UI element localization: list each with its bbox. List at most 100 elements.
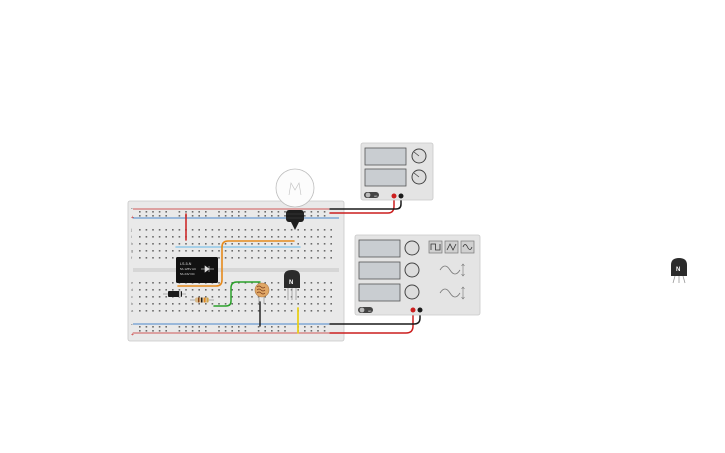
breadboard-hole[interactable] bbox=[191, 310, 194, 312]
breadboard-hole[interactable] bbox=[218, 250, 220, 252]
breadboard-hole[interactable] bbox=[277, 296, 280, 298]
breadboard-hole[interactable] bbox=[304, 330, 306, 332]
breadboard-hole[interactable] bbox=[185, 310, 187, 312]
breadboard-hole[interactable] bbox=[264, 296, 266, 298]
breadboard-hole[interactable] bbox=[264, 236, 266, 238]
breadboard-hole[interactable] bbox=[224, 303, 227, 305]
breadboard-hole[interactable] bbox=[330, 296, 332, 298]
breadboard-hole[interactable] bbox=[304, 282, 306, 284]
breadboard-hole[interactable] bbox=[284, 211, 286, 213]
breadboard-hole[interactable] bbox=[310, 303, 313, 305]
breadboard-hole[interactable] bbox=[198, 215, 200, 217]
breadboard-hole[interactable] bbox=[165, 250, 167, 252]
fgen-terminal-positive[interactable] bbox=[410, 307, 416, 313]
breadboard-hole[interactable] bbox=[198, 250, 200, 252]
breadboard-hole[interactable] bbox=[244, 257, 247, 259]
breadboard-hole[interactable] bbox=[323, 326, 326, 328]
breadboard-hole[interactable] bbox=[198, 289, 200, 291]
breadboard-hole[interactable] bbox=[158, 257, 161, 259]
breadboard-hole[interactable] bbox=[297, 243, 299, 245]
breadboard-hole[interactable] bbox=[257, 211, 260, 213]
breadboard-hole[interactable] bbox=[304, 310, 306, 312]
breadboard-hole[interactable] bbox=[310, 310, 313, 312]
breadboard-hole[interactable] bbox=[284, 250, 286, 252]
breadboard-hole[interactable] bbox=[198, 236, 200, 238]
breadboard-hole[interactable] bbox=[264, 326, 266, 328]
breadboard-hole[interactable] bbox=[185, 211, 187, 213]
breadboard-hole[interactable] bbox=[284, 296, 286, 298]
breadboard-hole[interactable] bbox=[257, 310, 260, 312]
breadboard-hole[interactable] bbox=[304, 296, 306, 298]
breadboard-hole[interactable] bbox=[317, 211, 319, 213]
breadboard-hole[interactable] bbox=[172, 289, 174, 291]
breadboard-hole[interactable] bbox=[257, 243, 260, 245]
breadboard-hole[interactable] bbox=[317, 289, 319, 291]
breadboard-hole[interactable] bbox=[198, 326, 200, 328]
breadboard-hole[interactable] bbox=[271, 330, 273, 332]
psu-terminal-positive[interactable] bbox=[391, 193, 397, 199]
breadboard-hole[interactable] bbox=[139, 330, 141, 332]
breadboard-hole[interactable] bbox=[145, 296, 148, 298]
breadboard-hole[interactable] bbox=[317, 250, 319, 252]
breadboard-hole[interactable] bbox=[158, 289, 161, 291]
breadboard-hole[interactable] bbox=[271, 289, 273, 291]
breadboard-hole[interactable] bbox=[205, 330, 207, 332]
breadboard-hole[interactable] bbox=[139, 282, 141, 284]
breadboard-hole[interactable] bbox=[271, 236, 273, 238]
breadboard-hole[interactable] bbox=[330, 303, 332, 305]
fgen-terminal-negative[interactable] bbox=[417, 307, 423, 313]
breadboard-hole[interactable] bbox=[218, 289, 220, 291]
breadboard-hole[interactable] bbox=[257, 257, 260, 259]
breadboard-hole[interactable] bbox=[277, 330, 280, 332]
fgen-amplitude-knob[interactable] bbox=[404, 262, 420, 278]
breadboard-hole[interactable] bbox=[178, 289, 181, 291]
breadboard-hole[interactable] bbox=[224, 289, 227, 291]
breadboard-hole[interactable] bbox=[284, 326, 286, 328]
breadboard-hole[interactable] bbox=[152, 257, 154, 259]
breadboard-hole[interactable] bbox=[145, 310, 148, 312]
breadboard-hole[interactable] bbox=[244, 330, 247, 332]
wire-red-psu[interactable] bbox=[329, 195, 395, 214]
breadboard-hole[interactable] bbox=[257, 229, 260, 231]
breadboard-hole[interactable] bbox=[330, 236, 332, 238]
breadboard-hole[interactable] bbox=[224, 282, 227, 284]
breadboard-hole[interactable] bbox=[330, 229, 332, 231]
breadboard-hole[interactable] bbox=[185, 289, 187, 291]
breadboard-hole[interactable] bbox=[205, 211, 207, 213]
breadboard-hole[interactable] bbox=[304, 229, 306, 231]
breadboard-hole[interactable] bbox=[139, 296, 141, 298]
breadboard-hole[interactable] bbox=[244, 303, 247, 305]
breadboard-hole[interactable] bbox=[297, 289, 299, 291]
breadboard-hole[interactable] bbox=[257, 296, 260, 298]
breadboard-hole[interactable] bbox=[185, 243, 187, 245]
breadboard-hole[interactable] bbox=[211, 289, 214, 291]
breadboard-hole[interactable] bbox=[165, 236, 167, 238]
breadboard-hole[interactable] bbox=[257, 250, 260, 252]
breadboard-hole[interactable] bbox=[251, 229, 253, 231]
breadboard-hole[interactable] bbox=[165, 257, 167, 259]
breadboard-hole[interactable] bbox=[185, 326, 187, 328]
wire-black-fgen[interactable] bbox=[329, 309, 421, 325]
breadboard-hole[interactable] bbox=[218, 282, 220, 284]
breadboard-hole[interactable] bbox=[297, 257, 299, 259]
breadboard-hole[interactable] bbox=[231, 229, 233, 231]
breadboard-hole[interactable] bbox=[277, 236, 280, 238]
breadboard-hole[interactable] bbox=[330, 289, 332, 291]
breadboard-hole[interactable] bbox=[238, 243, 240, 245]
breadboard-hole[interactable] bbox=[172, 243, 174, 245]
breadboard-hole[interactable] bbox=[152, 330, 154, 332]
breadboard-hole[interactable] bbox=[139, 303, 141, 305]
breadboard-hole[interactable] bbox=[152, 303, 154, 305]
breadboard-hole[interactable] bbox=[218, 303, 220, 305]
breadboard-hole[interactable] bbox=[290, 310, 293, 312]
breadboard-hole[interactable] bbox=[264, 303, 266, 305]
breadboard-hole[interactable] bbox=[284, 310, 286, 312]
breadboard-hole[interactable] bbox=[277, 289, 280, 291]
breadboard-hole[interactable] bbox=[264, 257, 266, 259]
breadboard-hole[interactable] bbox=[145, 326, 148, 328]
breadboard-hole[interactable] bbox=[251, 243, 253, 245]
breadboard-hole[interactable] bbox=[145, 215, 148, 217]
breadboard-hole[interactable] bbox=[211, 310, 214, 312]
breadboard-hole[interactable] bbox=[218, 229, 220, 231]
breadboard-hole[interactable] bbox=[172, 303, 174, 305]
